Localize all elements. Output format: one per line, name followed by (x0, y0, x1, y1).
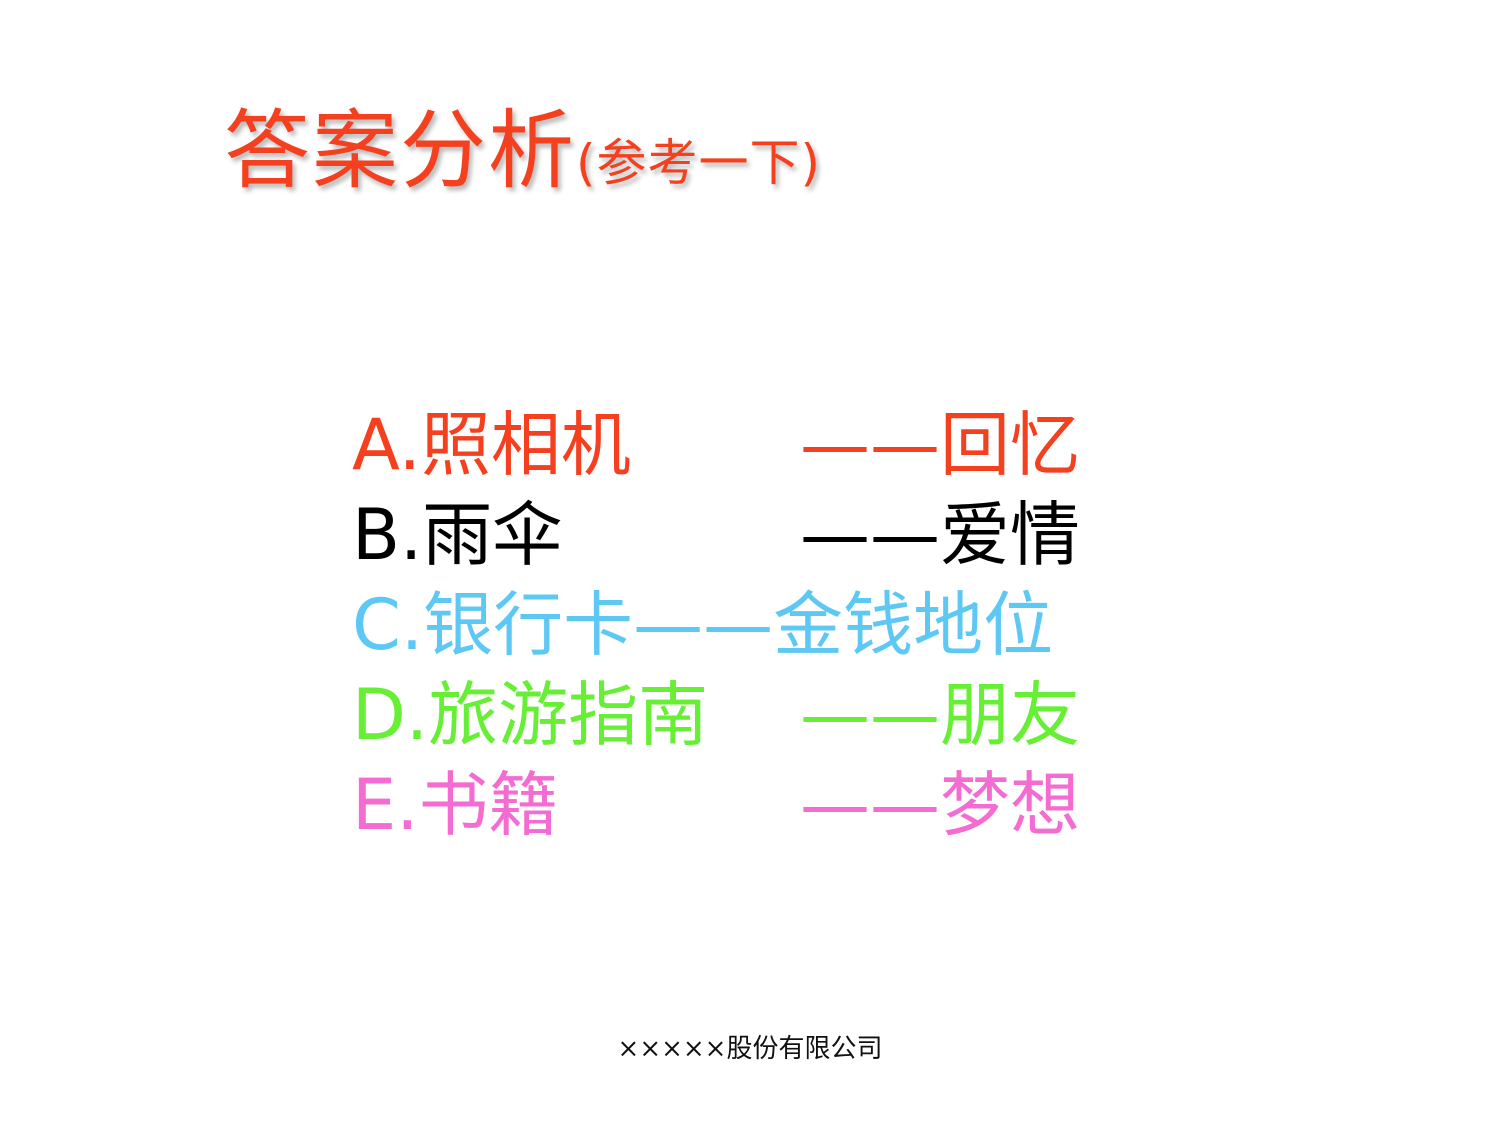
answer-a-item: A.照相机 (352, 404, 631, 486)
footer-company: ×××××股份有限公司 (617, 1034, 883, 1064)
answer-a-meaning: ——回忆 (800, 404, 1080, 486)
answer-c-text: C.银行卡——金钱地位 (352, 584, 1054, 666)
answer-row-e: E.书籍 ——梦想 (352, 760, 1152, 850)
answer-e-item: E.书籍 (352, 764, 559, 846)
answer-e-meaning: ——梦想 (800, 764, 1080, 846)
title-main: 答案分析 (224, 101, 576, 201)
answer-b-meaning: ——爱情 (800, 494, 1080, 576)
answer-row-c: C.银行卡——金钱地位 (352, 580, 1152, 670)
answer-b-item: B.雨伞 (352, 494, 563, 576)
answer-row-b: B.雨伞 ——爱情 (352, 490, 1152, 580)
answer-list: A.照相机 ——回忆 B.雨伞 ——爱情 C.银行卡——金钱地位 D.旅游指南 … (352, 400, 1152, 850)
answer-d-meaning: ——朋友 (800, 674, 1080, 756)
answer-d-item: D.旅游指南 (352, 674, 709, 756)
slide-title: 答案分析(参考一下) (224, 108, 821, 194)
title-subtitle: (参考一下) (576, 134, 822, 192)
answer-row-a: A.照相机 ——回忆 (352, 400, 1152, 490)
answer-row-d: D.旅游指南 ——朋友 (352, 670, 1152, 760)
